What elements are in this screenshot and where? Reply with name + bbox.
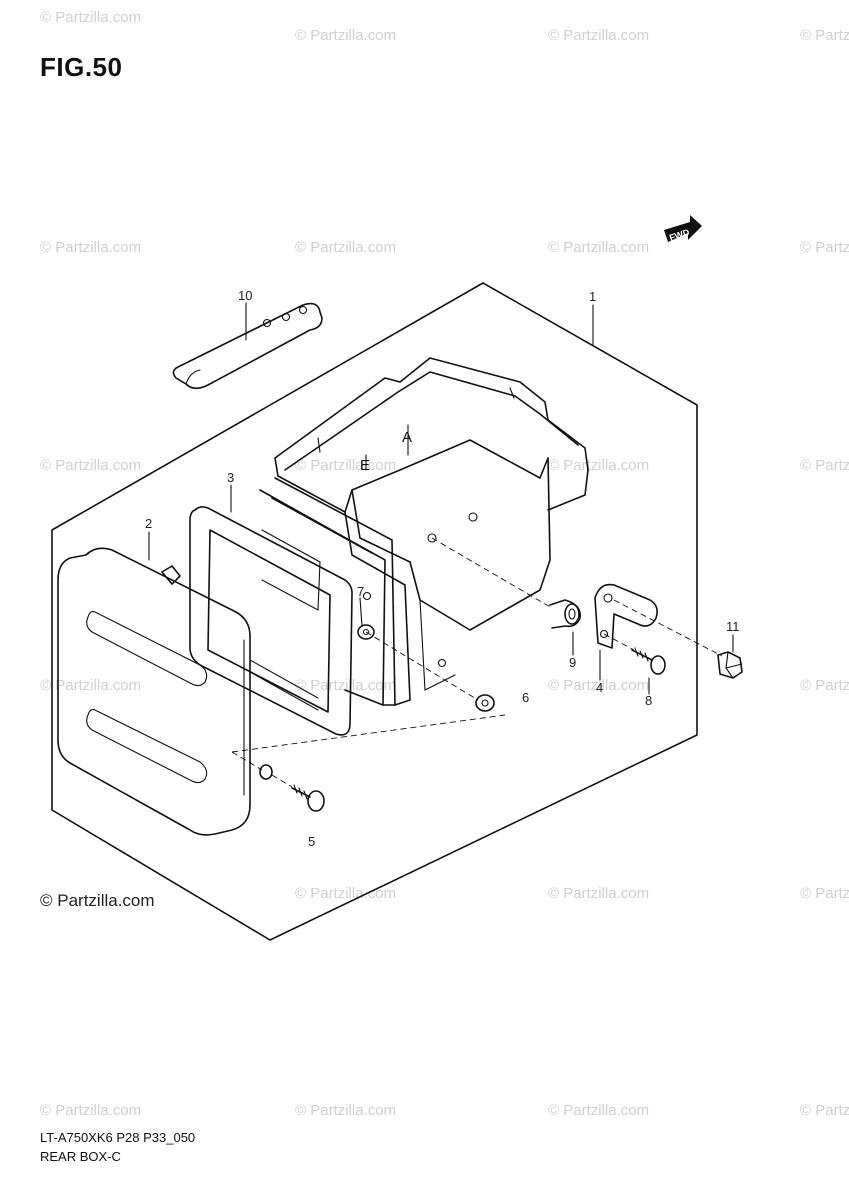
callout-6: 6: [522, 690, 529, 705]
callout-1: 1: [589, 289, 596, 304]
strap-part: [172, 302, 323, 390]
collar-part: [549, 599, 582, 629]
bracket-part: [594, 583, 658, 649]
watermark-grid: © Partzilla.com © Partzilla.com © Partzi…: [40, 9, 849, 1119]
callout-10: 10: [238, 288, 252, 303]
callout-8: 8: [645, 693, 652, 708]
watermark: © Partzilla.com: [40, 677, 141, 694]
seal-frame-part: [189, 506, 353, 736]
diagram-name: REAR BOX-C: [40, 1149, 121, 1164]
watermark-main: © Partzilla.com: [40, 891, 155, 910]
watermark: © Partzilla.com: [295, 885, 396, 902]
callout-11: 11: [726, 619, 740, 634]
watermark: © Partzilla.com: [548, 27, 649, 44]
callout-5: 5: [308, 834, 315, 849]
watermark: © Partzilla.com: [800, 457, 849, 474]
fwd-arrow-icon: FWD: [664, 215, 702, 243]
diagram-code: LT-A750XK6 P28 P33_050: [40, 1130, 196, 1145]
watermark: © Partzilla.com: [295, 239, 396, 256]
diagram-footer: LT-A750XK6 P28 P33_050 REAR BOX-C: [40, 1128, 195, 1166]
callout-3: 3: [227, 470, 234, 485]
watermark: © Partzilla.com: [548, 677, 649, 694]
assembly-outline: [51, 282, 698, 941]
callout-4: 4: [596, 680, 603, 695]
watermark: © Partzilla.com: [548, 885, 649, 902]
watermark: © Partzilla.com: [800, 677, 849, 694]
screw-part: [631, 647, 666, 675]
callout-2: 2: [145, 516, 152, 531]
watermark: © Partzilla.com: [800, 27, 849, 44]
watermark: © Partzilla.com: [40, 1102, 141, 1119]
box-mark-e: E: [360, 457, 370, 474]
watermark: © Partzilla.com: [40, 239, 141, 256]
watermark: © Partzilla.com: [295, 1102, 396, 1119]
assembly-guides: [231, 537, 723, 788]
watermark: © Partzilla.com: [548, 239, 649, 256]
watermark: © Partzilla.com: [295, 677, 396, 694]
leader-lines: [148, 302, 734, 695]
watermark: © Partzilla.com: [800, 885, 849, 902]
grommet-part: [357, 624, 495, 712]
callout-9: 9: [569, 655, 576, 670]
callout-7: 7: [357, 584, 364, 599]
bolt-part: [717, 651, 743, 679]
box-mark-a: A: [402, 429, 412, 446]
watermark: © Partzilla.com: [800, 1102, 849, 1119]
watermark: © Partzilla.com: [40, 457, 141, 474]
watermark: © Partzilla.com: [40, 9, 141, 26]
lens-cover-part: [57, 547, 251, 836]
figure-title: FIG.50: [40, 52, 123, 82]
watermark: © Partzilla.com: [800, 239, 849, 256]
watermark: © Partzilla.com: [295, 27, 396, 44]
watermark: © Partzilla.com: [548, 1102, 649, 1119]
box-body-part: [274, 357, 589, 706]
screw-5-part: [259, 764, 325, 812]
watermark: © Partzilla.com: [295, 457, 396, 474]
watermark: © Partzilla.com: [548, 457, 649, 474]
gasket-part: [259, 477, 396, 706]
